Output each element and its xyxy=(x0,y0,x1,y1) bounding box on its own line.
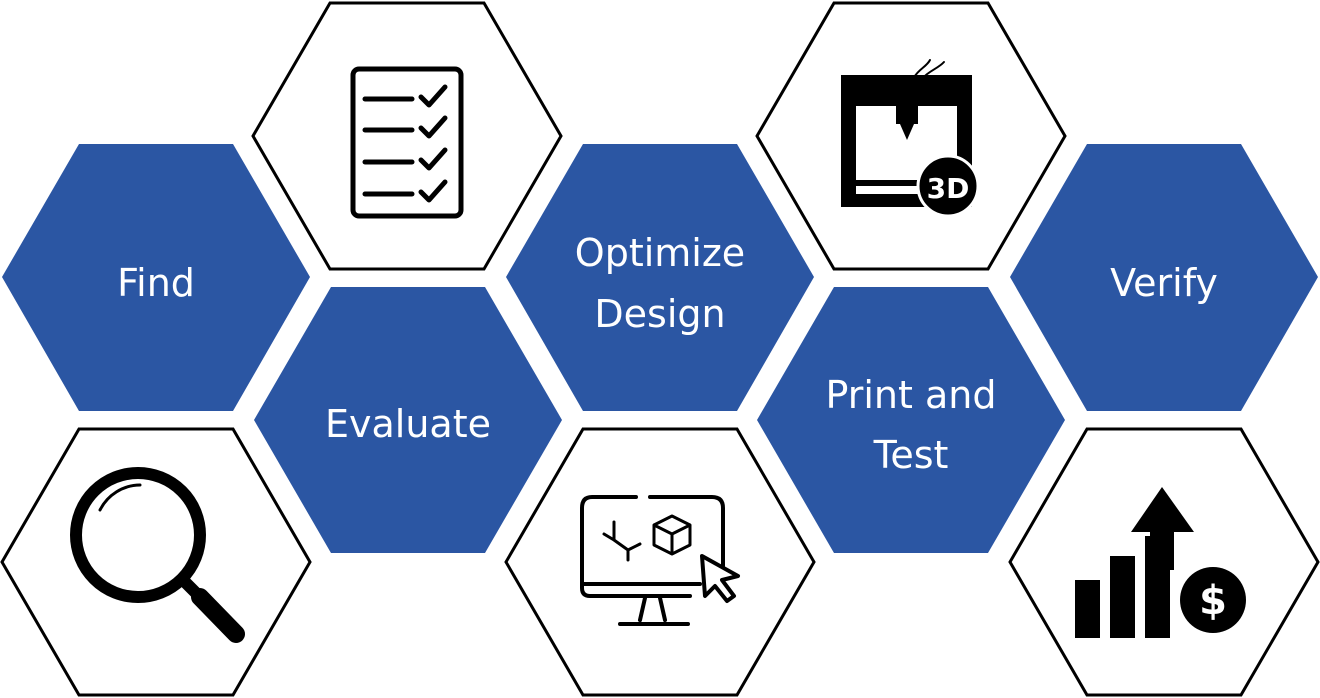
growth-dollar-icon: $ xyxy=(1075,487,1253,640)
step-find: Find xyxy=(2,144,310,411)
hex-3d-printer xyxy=(755,1,1067,271)
checklist-icon xyxy=(350,66,464,219)
3d-printer-icon: 3D xyxy=(841,59,980,218)
hex-checklist xyxy=(251,1,563,271)
hex-magnifier xyxy=(0,427,312,697)
printer-badge: 3D xyxy=(927,172,970,205)
step-label: Find xyxy=(117,261,195,305)
dollar-sign: $ xyxy=(1199,578,1227,624)
step-label: Verify xyxy=(1110,261,1218,305)
step-print-and-test: Print and Test xyxy=(757,287,1065,553)
step-verify: Verify xyxy=(1010,144,1318,411)
step-evaluate: Evaluate xyxy=(254,287,562,553)
hex-cad-monitor xyxy=(504,427,816,697)
step-label-line1: Optimize xyxy=(575,231,745,275)
magnifier-icon xyxy=(70,467,245,643)
cad-monitor-icon xyxy=(580,495,740,626)
step-label-line2: Test xyxy=(873,433,949,477)
step-optimize-design: Optimize Design xyxy=(506,144,814,411)
step-label-line1: Print and xyxy=(826,373,997,417)
step-label-line2: Design xyxy=(594,292,725,336)
step-label: Evaluate xyxy=(325,402,491,446)
